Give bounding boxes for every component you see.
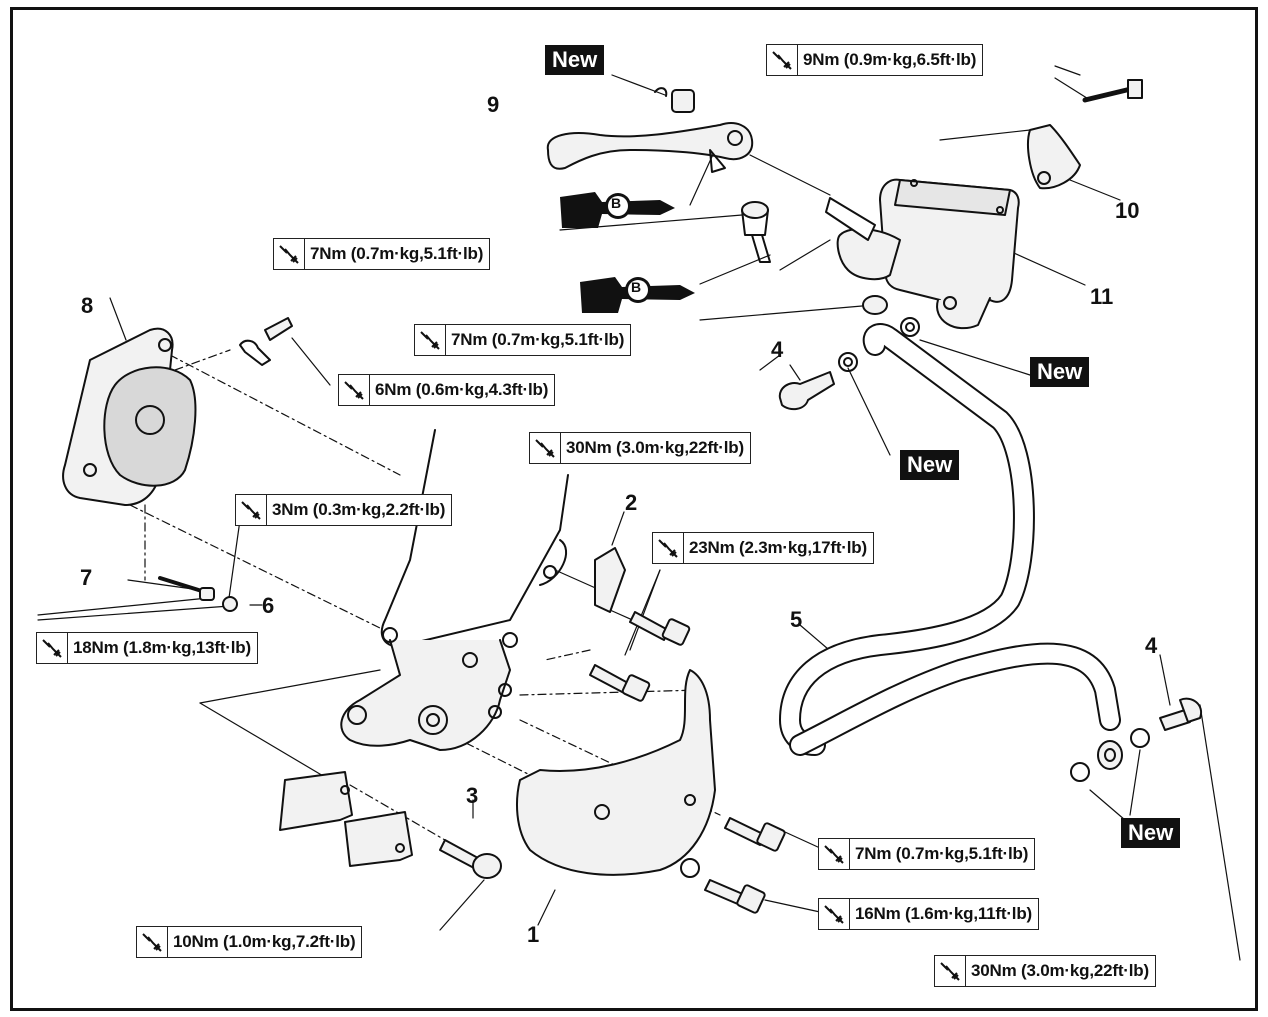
master-cylinder — [825, 79, 1143, 330]
torque-value: 23Nm (2.3m·kg,17ft·lb) — [689, 538, 867, 557]
part-number-9: 9 — [487, 92, 500, 117]
new-tag: New — [900, 450, 960, 480]
torque-spec-30nm-top: 30Nm (3.0m·kg,22ft·lb) — [529, 432, 751, 464]
part-number-2: 2 — [625, 490, 638, 515]
torque-value: 7Nm (0.7m·kg,5.1ft·lb) — [310, 244, 484, 263]
torque-spec-3nm: 3Nm (0.3m·kg,2.2ft·lb) — [235, 494, 453, 526]
torque-value: 7Nm (0.7m·kg,5.1ft·lb) — [451, 330, 625, 349]
new-tag: New — [1121, 818, 1181, 848]
part-number-8: 8 — [81, 293, 94, 318]
brake-lever — [546, 87, 754, 173]
torque-spec-18nm: 18Nm (1.8m·kg,13ft·lb) — [36, 632, 258, 664]
pin-bolt — [158, 576, 238, 612]
brake-hose — [779, 323, 1203, 782]
torque-value: 10Nm (1.0m·kg,7.2ft·lb) — [173, 932, 356, 951]
grease-letter: B — [631, 279, 642, 295]
part-number-6: 6 — [262, 593, 275, 618]
part-number-3: 3 — [466, 783, 479, 808]
bolts-23nm — [589, 611, 691, 702]
part-number-10: 10 — [1115, 198, 1140, 223]
new-tag: New — [1030, 357, 1090, 387]
torque-wrench-icon — [767, 45, 798, 75]
torque-value: 30Nm (3.0m·kg,22ft·lb) — [566, 438, 744, 457]
torque-value: 9Nm (0.9m·kg,6.5ft·lb) — [803, 50, 977, 69]
torque-wrench-icon — [339, 375, 370, 405]
part-number-7: 7 — [80, 565, 93, 590]
diagram-frame — [10, 7, 1258, 1011]
torque-spec-6nm: 6Nm (0.6m·kg,4.3ft·lb) — [338, 374, 556, 406]
grease-letter: B — [611, 195, 622, 211]
torque-value: 7Nm (0.7m·kg,5.1ft·lb) — [855, 844, 1029, 863]
torque-spec-7nm-pivot: 7Nm (0.7m·kg,5.1ft·lb) — [273, 238, 491, 270]
pad-bolt — [439, 839, 502, 879]
torque-wrench-icon — [935, 956, 966, 986]
pivot-bolt — [741, 201, 771, 263]
torque-wrench-icon — [819, 839, 850, 869]
torque-wrench-icon — [137, 927, 168, 957]
bolt-4-top — [778, 371, 835, 411]
torque-wrench-icon — [653, 533, 684, 563]
torque-wrench-icon — [530, 433, 561, 463]
brake-pads — [279, 771, 413, 867]
lower-bolts — [680, 817, 786, 914]
torque-spec-7nm-lower: 7Nm (0.7m·kg,5.1ft·lb) — [818, 838, 1036, 870]
torque-value: 30Nm (3.0m·kg,22ft·lb) — [971, 961, 1149, 980]
part-number-11: 11 — [1090, 284, 1114, 309]
torque-value: 6Nm (0.6m·kg,4.3ft·lb) — [375, 380, 549, 399]
torque-spec-23nm: 23Nm (2.3m·kg,17ft·lb) — [652, 532, 874, 564]
torque-wrench-icon — [236, 495, 267, 525]
grease-gun-icon — [560, 192, 675, 228]
torque-spec-16nm: 16Nm (1.6m·kg,11ft·lb) — [818, 898, 1039, 930]
part-number-5: 5 — [790, 607, 803, 632]
torque-spec-9nm: 9Nm (0.9m·kg,6.5ft·lb) — [766, 44, 984, 76]
torque-wrench-icon — [415, 325, 446, 355]
torque-value: 16Nm (1.6m·kg,11ft·lb) — [855, 904, 1032, 923]
part-number-4: 4 — [1145, 633, 1158, 658]
torque-spec-30nm-lower: 30Nm (3.0m·kg,22ft·lb) — [934, 955, 1156, 987]
banjo-bolt-top — [838, 295, 920, 372]
torque-value: 18Nm (1.8m·kg,13ft·lb) — [73, 638, 251, 657]
grease-gun-icon — [580, 277, 695, 313]
part-number-4: 4 — [771, 337, 784, 362]
new-tag: New — [545, 45, 605, 75]
torque-wrench-icon — [274, 239, 305, 269]
fork-bracket — [340, 429, 569, 751]
torque-wrench-icon — [37, 633, 68, 663]
part-number-1: 1 — [527, 922, 540, 947]
hose-clip — [594, 547, 626, 613]
torque-value: 3Nm (0.3m·kg,2.2ft·lb) — [272, 500, 446, 519]
torque-wrench-icon — [819, 899, 850, 929]
torque-spec-10nm: 10Nm (1.0m·kg,7.2ft·lb) — [136, 926, 363, 958]
torque-spec-7nm-union: 7Nm (0.7m·kg,5.1ft·lb) — [414, 324, 632, 356]
disc-cover — [516, 669, 716, 876]
brake-caliper — [62, 317, 293, 506]
